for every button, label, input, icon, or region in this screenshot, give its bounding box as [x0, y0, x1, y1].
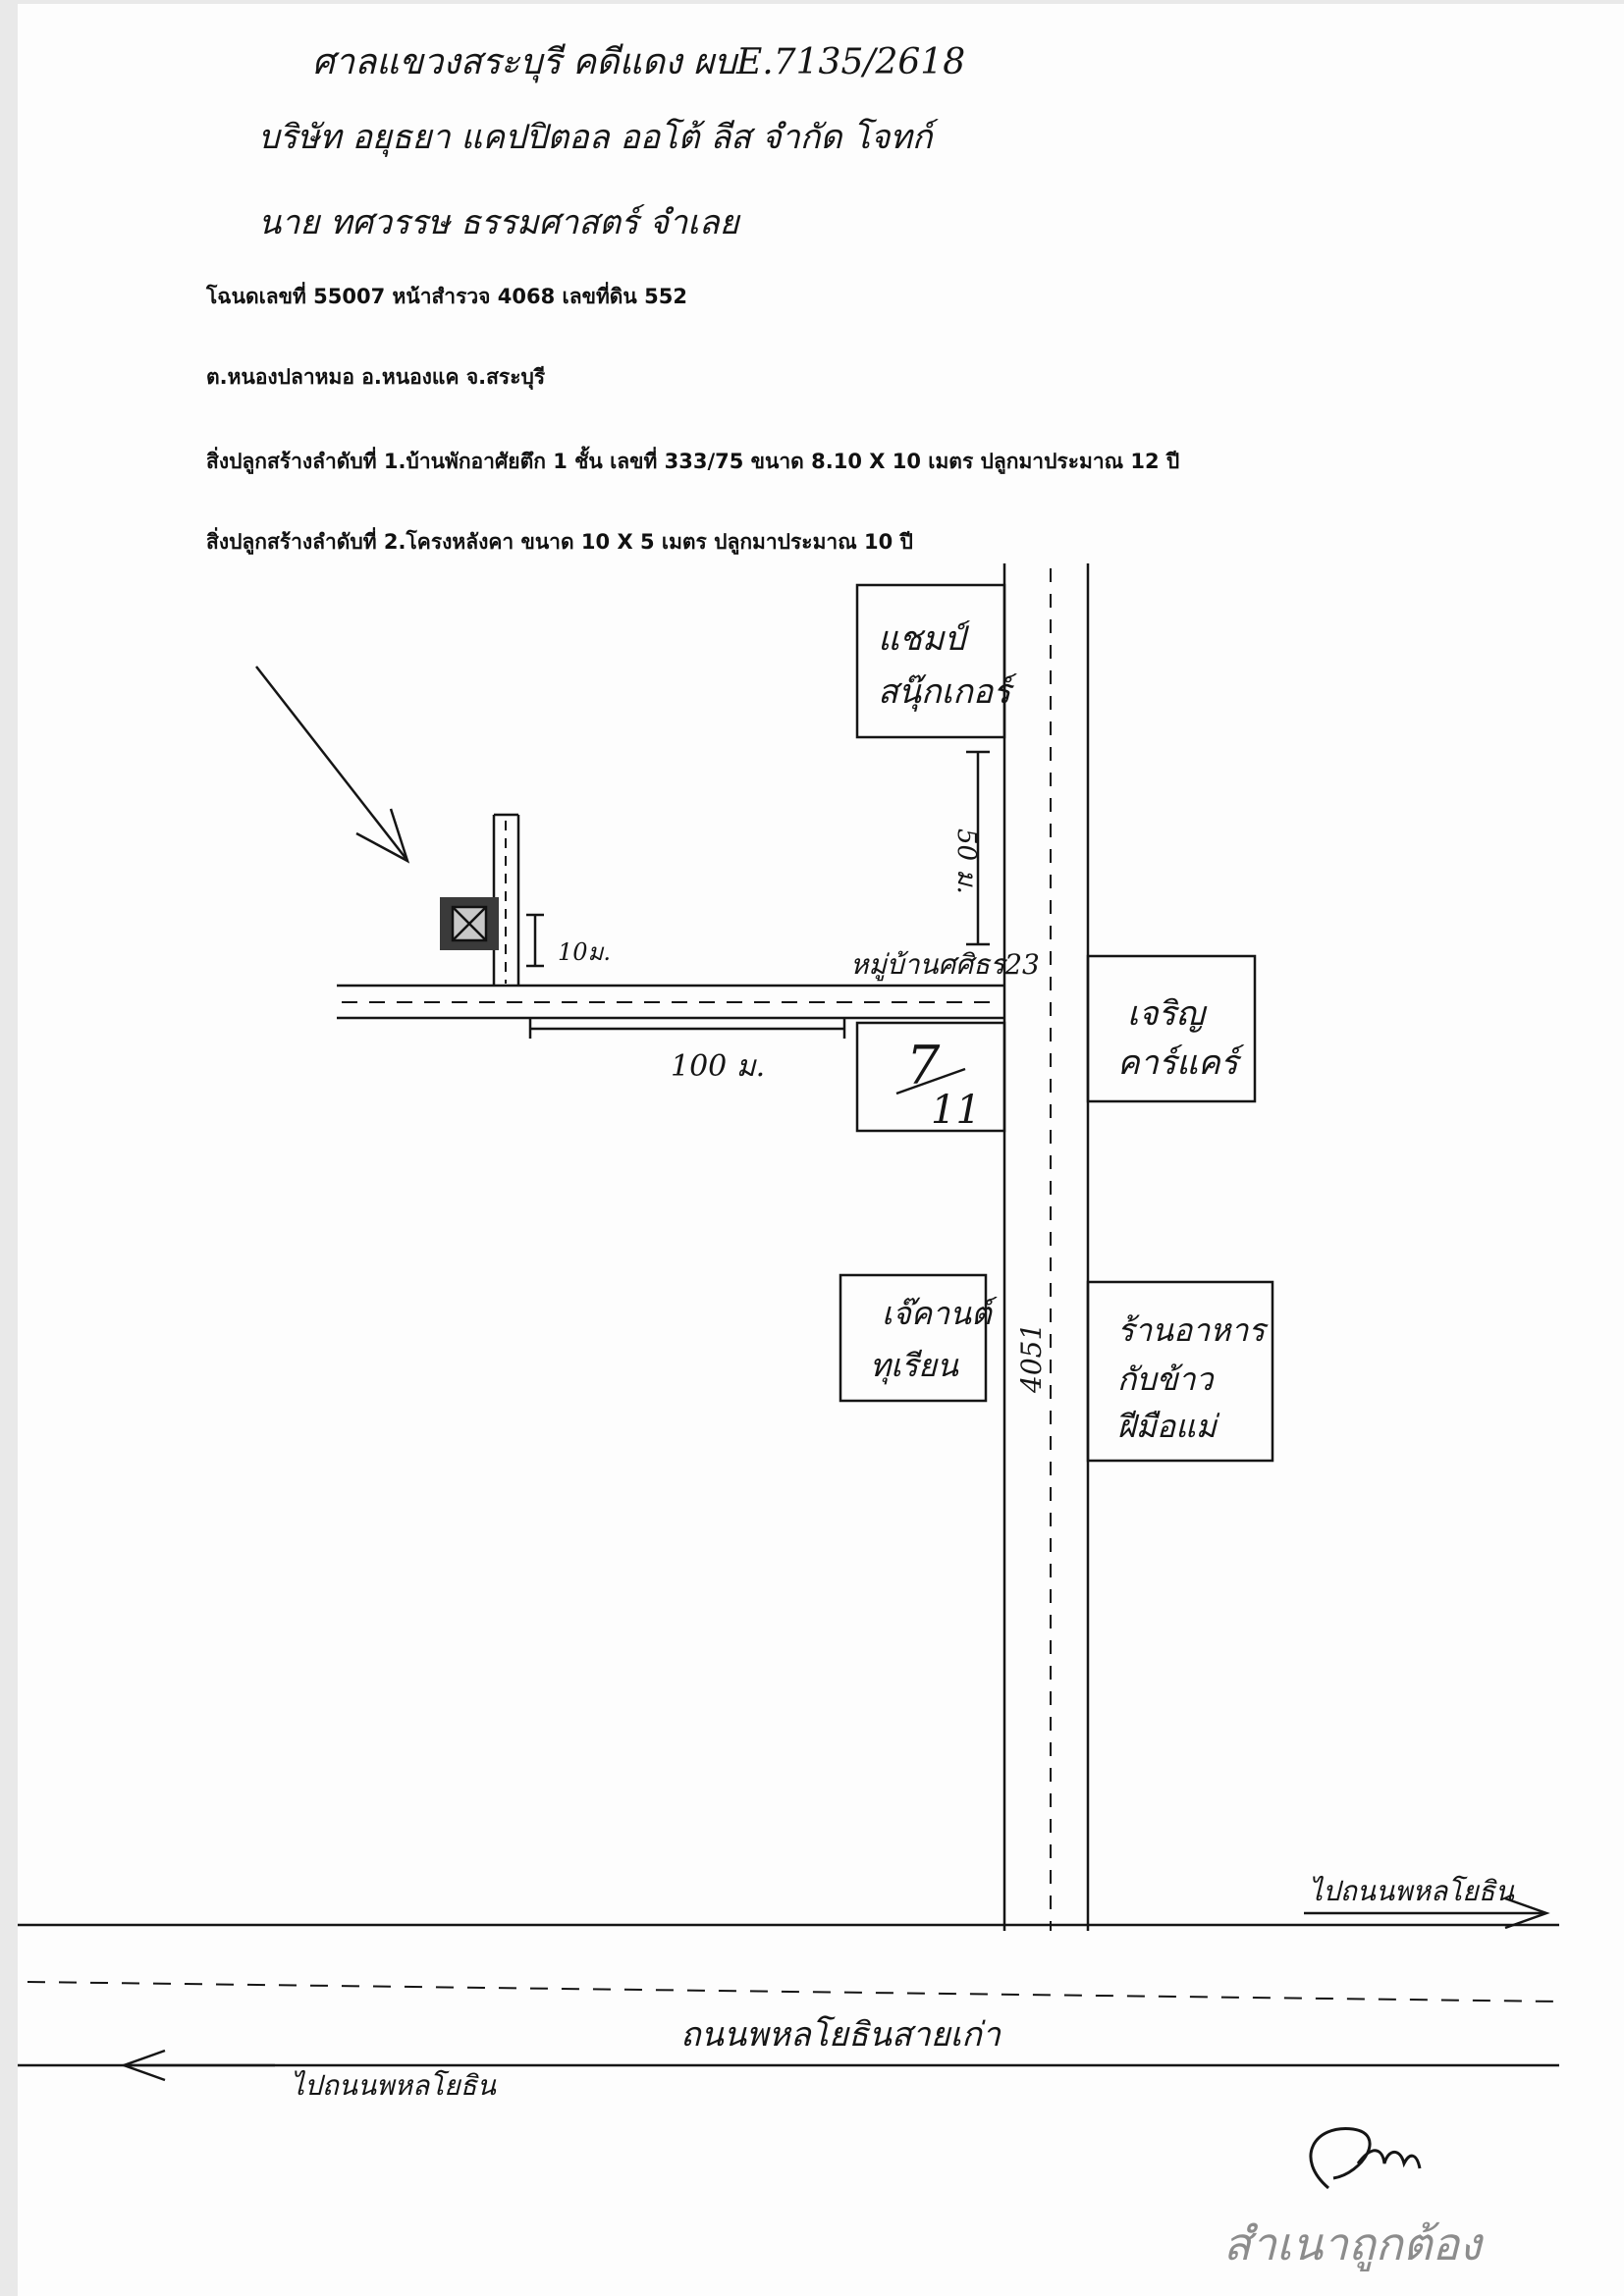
deed-number-line: โฉนดเลขที่ 55007 หน้าสำรวจ 4068 เลขที่ดิ…	[206, 285, 687, 308]
village-label: หมู่บ้านศศิธร23	[850, 948, 1040, 982]
to-phahonyothin-left: ไปถนนพหลโยธิน	[291, 2069, 497, 2102]
map-label-line: ฝีมือแม่	[1117, 1408, 1220, 1445]
defendant-line: นาย ทศวรรษ ธรรมศาสตร์ จำเลย	[258, 203, 739, 242]
location-line: ต.หนองปลาหมอ อ.หนองแค จ.สระบุรี	[206, 365, 546, 389]
highway-label: ถนนพหลโยธินสายเก่า	[680, 2015, 1001, 2055]
map-stroke	[120, 2049, 166, 2082]
map-label-line: กับข้าว	[1117, 1361, 1216, 1398]
shop-top-label: แชมป์	[878, 619, 971, 659]
durian-shop-label: เจ๊คานต์	[882, 1295, 998, 1332]
structure-1-line: สิ่งปลูกสร้างลำดับที่ 1.บ้านพักอาศัยตึก …	[206, 450, 1180, 473]
court-case-line: ศาลแขวงสระบุรี คดีแดง ผบE.7135/2618	[312, 42, 966, 82]
structure-2-line: สิ่งปลูกสร้างลำดับที่ 2.โครงหลังคา ขนาด …	[206, 530, 913, 554]
durian-shop-box	[839, 1273, 988, 1403]
map-label-line: 11	[931, 1088, 981, 1133]
map-stroke	[1504, 1896, 1550, 1930]
map-label-line: ทุเรียน	[870, 1347, 959, 1385]
dim-10-label: 10ม.	[558, 938, 611, 966]
dim-100-label: 100 ม.	[671, 1049, 765, 1084]
map-stroke	[895, 1067, 966, 1095]
restaurant-box	[1086, 1280, 1274, 1463]
seven-eleven-label: 7	[906, 1035, 941, 1096]
to-phahonyothin-right: ไปถนนพหลโยธิน	[1309, 1875, 1515, 1907]
plaintiff-line: บริษัท อยุธยา แคปปิตอล ออโต้ ลีส จำกัด โ…	[258, 118, 933, 157]
charoen-label: เจริญ	[1127, 994, 1208, 1034]
pointer-arrow	[255, 666, 406, 859]
charoen-box	[1086, 954, 1257, 1103]
map-stroke	[355, 808, 410, 864]
seven-eleven-box	[855, 1021, 1006, 1133]
dim-50-label: 50 ม.	[951, 828, 981, 894]
restaurant-label: ร้านอาหาร	[1117, 1311, 1269, 1349]
signature	[1309, 2127, 1422, 2190]
map-label-line: สนุ๊กเกอร์	[878, 672, 1017, 712]
road-4051-label: 4051	[1015, 1323, 1048, 1394]
location-map: แชมป์ สนุ๊กเกอร์ 7 11 เจริญ คาร์แคร์ เจ๊…	[18, 563, 1560, 2271]
shop-top-box	[855, 583, 1006, 739]
map-label-line: คาร์แคร์	[1117, 1043, 1245, 1083]
certified-copy-stamp: สำเนาถูกต้อง	[1223, 2217, 1485, 2271]
map-stroke	[452, 906, 487, 941]
highway-centerline	[27, 1981, 1560, 2002]
document-page: ศาลแขวงสระบุรี คดีแดง ผบE.7135/2618 บริษ…	[18, 4, 1624, 2296]
